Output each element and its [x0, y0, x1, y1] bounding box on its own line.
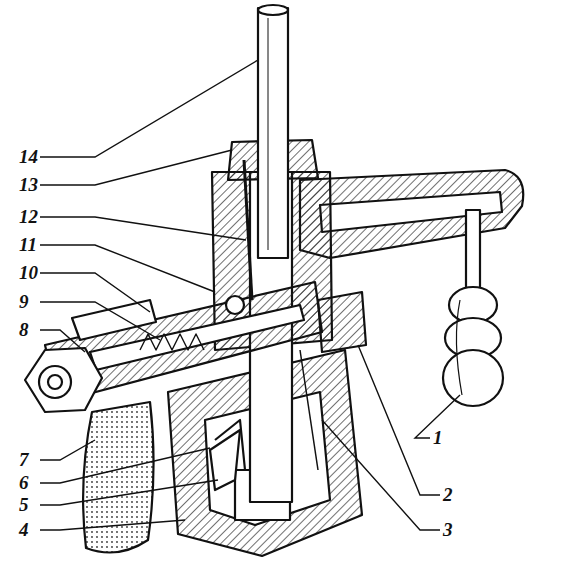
callout-number: 14: [18, 147, 39, 166]
callout-number: 1: [432, 428, 444, 447]
callout-number: 4: [18, 520, 30, 539]
callout-number: 13: [18, 175, 39, 194]
callout-number: 3: [442, 520, 454, 539]
callout-number: 7: [18, 450, 30, 469]
callout-number: 10: [18, 263, 39, 282]
callout-number: 9: [18, 292, 30, 311]
callout-number: 11: [18, 235, 38, 254]
callout-number: 2: [442, 485, 454, 504]
callout-number: 8: [18, 320, 30, 339]
callout-number: 6: [18, 473, 30, 492]
callout-number: 12: [18, 207, 39, 226]
callout-number: 5: [18, 495, 30, 514]
